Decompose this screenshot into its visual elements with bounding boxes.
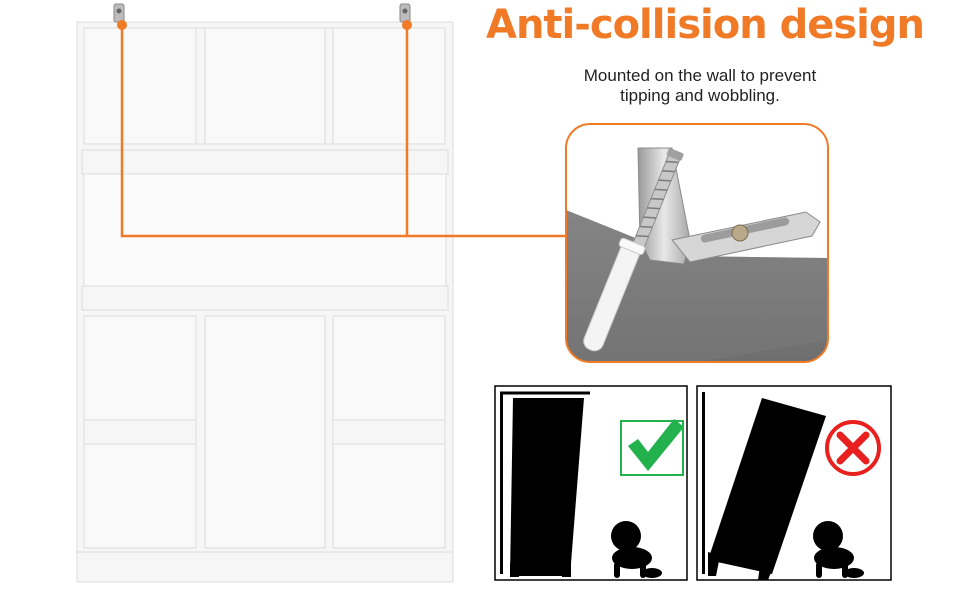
- cabinet-top-center-panel: [204, 27, 326, 145]
- cabinet-top-right-divider: [324, 27, 334, 145]
- wall-line-correct: [500, 392, 503, 574]
- check-mark-icon: [620, 419, 684, 476]
- cabinet-plinth: [76, 551, 454, 583]
- headline-subtitle-line2: tipping and wobbling.: [620, 86, 780, 105]
- baby-crawling-icon: [813, 521, 864, 578]
- cabinet-middle-rail: [81, 285, 449, 311]
- cabinet-bottom-center-panel: [204, 315, 326, 549]
- wrong-example-panel: [696, 385, 892, 581]
- cabinet-top-left-panel: [83, 27, 197, 145]
- callout-dot-left: [117, 20, 127, 30]
- cabinet-bottom-right-lower-panel: [332, 443, 446, 549]
- cabinet-left-crossbar: [83, 419, 197, 445]
- callout-dot-right: [402, 20, 412, 30]
- wardrobe-upright-silhouette: [510, 398, 584, 577]
- cabinet-right-crossbar: [332, 419, 446, 445]
- callout-lines: [117, 20, 566, 238]
- wall-bracket-left: [113, 3, 125, 23]
- baby-crawling-icon: [611, 521, 662, 578]
- cabinet: [76, 21, 454, 583]
- wall-bracket-right: [399, 3, 411, 23]
- cabinet-bottom-left-lower-panel: [83, 443, 197, 549]
- wardrobe-tipping-silhouette: [708, 398, 826, 580]
- cabinet-bottom-left-upper-panel: [83, 315, 197, 421]
- headline-subtitle-line1: Mounted on the wall to prevent: [583, 66, 817, 85]
- cabinet-bottom-right-upper-panel: [332, 315, 446, 421]
- wall-line-wrong: [702, 392, 705, 574]
- cabinet-top-right-panel: [332, 27, 446, 145]
- cross-circle-icon: [825, 420, 881, 476]
- bracket-closeup: [565, 123, 829, 363]
- closeup-frame: [565, 123, 829, 363]
- correct-example-panel: [494, 385, 688, 581]
- cabinet-top-left-divider: [195, 27, 206, 145]
- headline-subtitle: Mounted on the wall to prevent tipping a…: [540, 66, 860, 106]
- cabinet-upper-rail: [81, 149, 449, 175]
- headline-title: Anti-collision design: [486, 2, 925, 48]
- cabinet-open-compartment: [83, 173, 447, 287]
